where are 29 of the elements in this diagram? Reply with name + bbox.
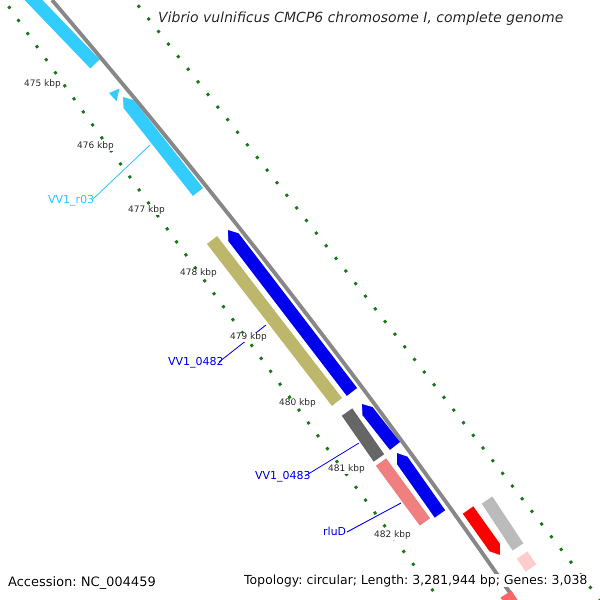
scale-label: 480 kbp <box>279 399 316 408</box>
gene-feature <box>362 404 400 450</box>
gene-bar <box>342 408 384 462</box>
scale-label: 475 kbp <box>24 80 61 89</box>
gene-bar <box>500 590 520 600</box>
genome-info: Topology: circular; Length: 3,281,944 bp; Genes: 3,038 <box>244 574 588 586</box>
leader-line <box>304 442 360 476</box>
leader-line <box>346 502 402 532</box>
leader-line <box>92 144 150 200</box>
gene-label: VV1_0482 <box>168 356 224 367</box>
gene-bar <box>482 496 524 551</box>
scale-label: 476 kbp <box>77 142 114 151</box>
gene-feature <box>462 506 500 555</box>
scale-label: 481 kbp <box>328 465 365 474</box>
scale-label: 482 kbp <box>374 531 411 540</box>
gene-label: VV1_r03 <box>48 194 94 205</box>
gene-label: rluD <box>323 526 346 537</box>
gene-bar <box>516 551 536 572</box>
scale-label: 478 kbp <box>180 269 217 278</box>
gene-feature <box>109 88 120 102</box>
accession-label: Accession: NC_004459 <box>8 576 156 589</box>
title: Vibrio vulnificus CMCP6 chromosome I, complete genome <box>158 11 564 25</box>
gene-bar <box>376 458 430 526</box>
gene-feature <box>396 453 446 518</box>
gene-feature <box>228 230 358 396</box>
gene-feature <box>123 97 204 196</box>
scale-label: 477 kbp <box>128 206 165 215</box>
gene-label: VV1_0483 <box>255 470 311 481</box>
scale-label: 479 kbp <box>230 333 267 342</box>
